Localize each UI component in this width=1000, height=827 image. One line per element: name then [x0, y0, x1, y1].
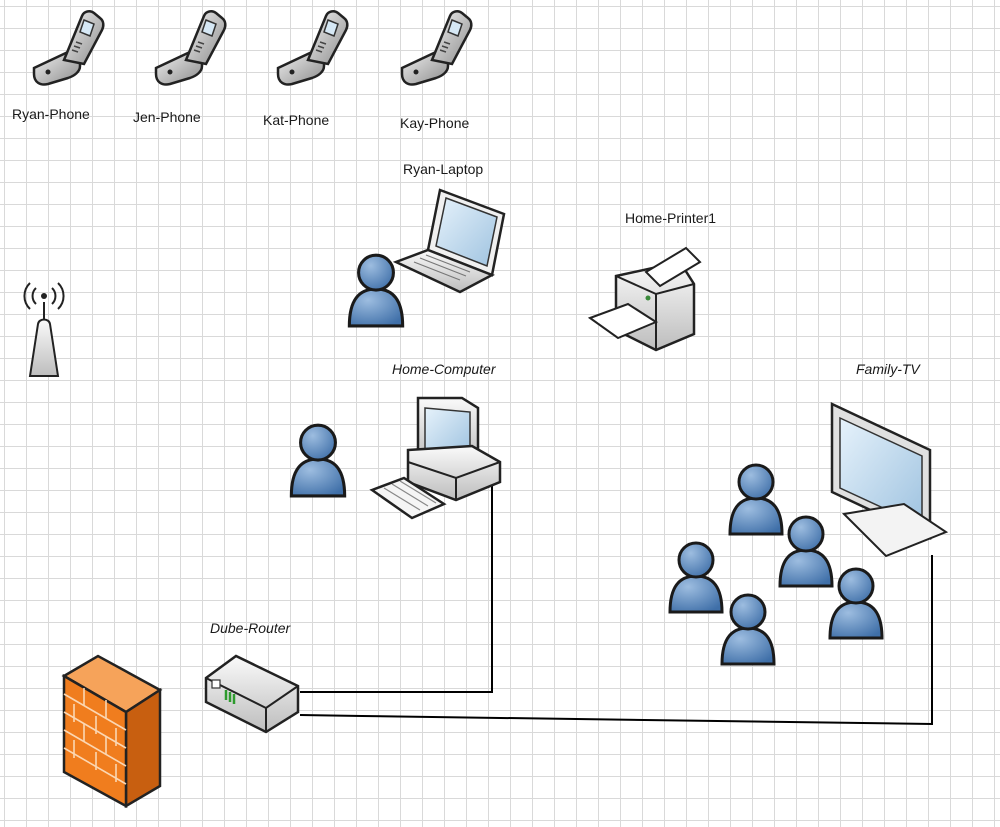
home-printer-label: Home-Printer1: [625, 210, 717, 226]
user-icon: [728, 463, 784, 536]
dube-router-label: Dube-Router: [210, 620, 291, 636]
user-icon: [668, 541, 724, 614]
wireless-antenna-icon: [23, 282, 65, 377]
router-to-tv-line: [299, 555, 933, 726]
laptop-icon: [392, 188, 506, 294]
television-icon: [830, 402, 949, 558]
kay-phone-label: Kay-Phone: [400, 115, 470, 131]
computer-user-icon: [289, 423, 347, 498]
firewall-icon: [61, 654, 163, 809]
ryan-phone-label: Ryan-Phone: [12, 106, 90, 122]
kat-phone-label: Kat-Phone: [263, 112, 330, 128]
printer-icon: [587, 246, 702, 352]
desktop-computer-icon: [369, 396, 502, 520]
user-icon: [828, 567, 884, 640]
ryan-phone-icon: [32, 10, 105, 86]
router-icon: [204, 654, 300, 734]
jen-phone-icon: [154, 10, 227, 86]
user-icon: [778, 515, 834, 588]
user-icon: [720, 593, 776, 666]
laptop-user-icon: [347, 253, 405, 328]
connector-lines: [299, 485, 933, 726]
kat-phone-icon: [276, 10, 349, 86]
jen-phone-label: Jen-Phone: [133, 109, 201, 125]
ryan-laptop-label: Ryan-Laptop: [403, 161, 484, 177]
kay-phone-icon: [400, 10, 473, 86]
family-tv-label: Family-TV: [856, 361, 920, 377]
router-to-computer-line: [300, 485, 493, 693]
home-computer-label: Home-Computer: [392, 361, 496, 377]
